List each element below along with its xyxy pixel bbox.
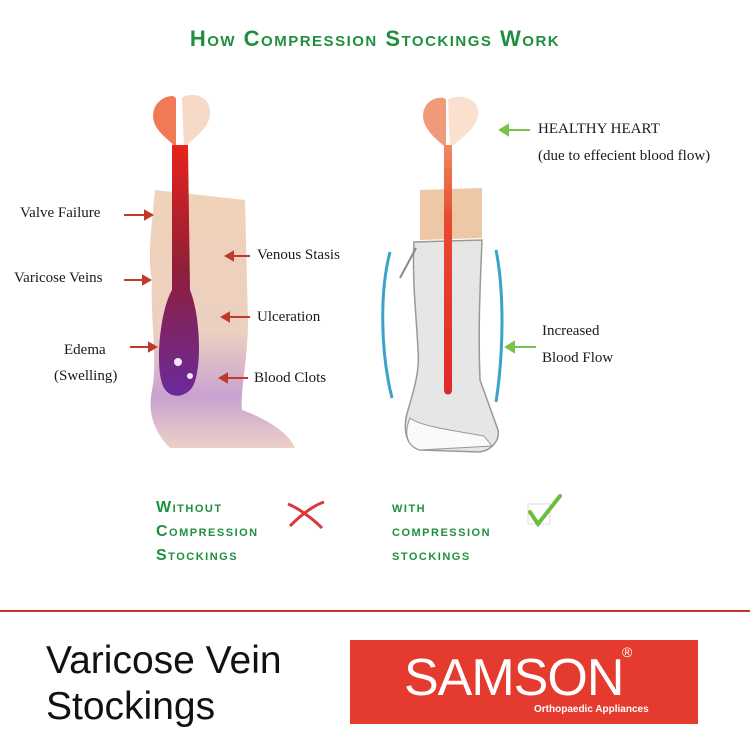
brand-tagline: Orthopaedic Appliances [534, 704, 649, 715]
label-blood-clots: Blood Clots [254, 370, 327, 386]
label-swelling: (Swelling) [54, 368, 118, 384]
leg-without-stockings-illustration [149, 94, 295, 448]
caption-line: Compression [156, 523, 259, 540]
leg-with-stockings-illustration [381, 96, 504, 453]
label-healthy-heart: HEALTHY HEART [538, 121, 660, 137]
caption-line: with [392, 499, 427, 516]
caption-line: stockings [392, 547, 471, 564]
registered-mark: ® [622, 644, 633, 660]
label-blood-flow: Blood Flow [542, 350, 614, 366]
label-ulceration: Ulceration [257, 309, 321, 325]
product-title-line2: Stockings [46, 685, 216, 728]
label-varicose-veins: Varicose Veins [14, 270, 103, 286]
brand-name: SAMSON [404, 649, 624, 707]
label-valve-failure: Valve Failure [20, 205, 101, 221]
samson-logo: SAMSON ® Orthopaedic Appliances [350, 640, 698, 724]
product-title-line1: Varicose Vein [46, 639, 282, 682]
caption-without-stockings: Without Compression Stockings [156, 496, 259, 568]
product-title: Varicose Vein Stockings [46, 638, 282, 730]
caption-line: Without [156, 499, 223, 516]
label-edema: Edema [64, 342, 106, 358]
caption-line: Stockings [156, 547, 239, 564]
caption-line: compression [392, 523, 492, 540]
label-venous-stasis: Venous Stasis [257, 247, 340, 263]
caption-with-stockings: with compression stockings [392, 496, 491, 568]
left-leg-arrows [124, 123, 536, 384]
check-icon [527, 494, 562, 528]
page-title: How Compression Stockings Work [189, 26, 561, 51]
cross-icon [287, 500, 325, 530]
divider [0, 610, 750, 612]
label-healthy-heart-note: (due to effecient blood flow) [538, 148, 711, 164]
label-increased: Increased [542, 323, 600, 339]
